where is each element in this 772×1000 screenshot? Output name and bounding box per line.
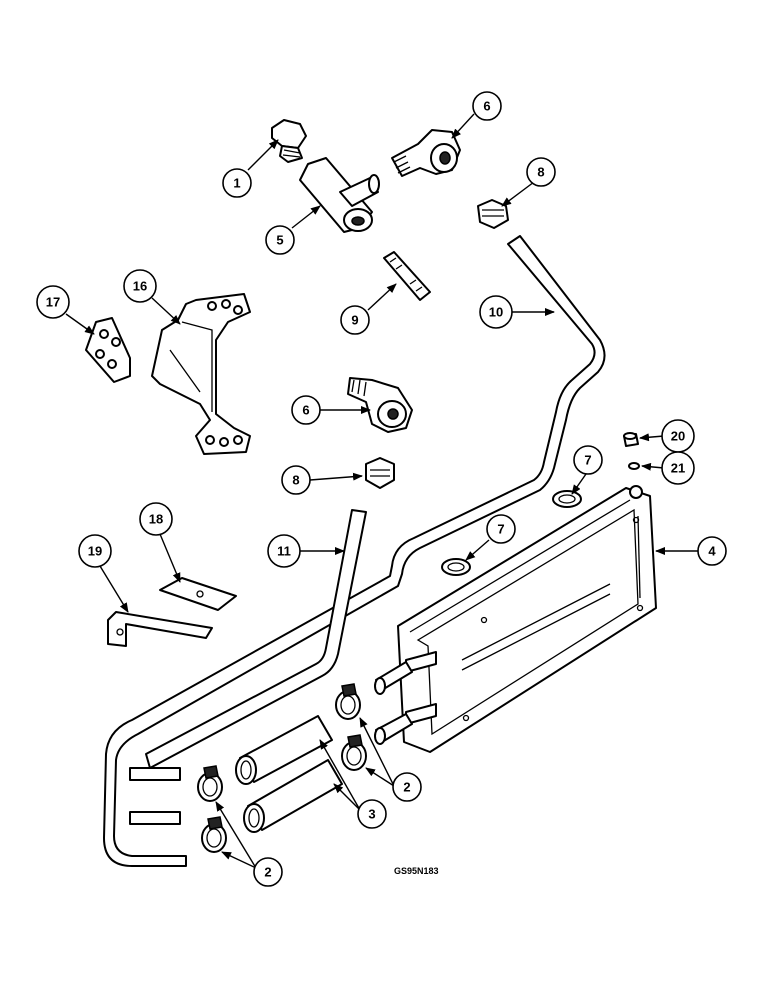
svg-text:1: 1 bbox=[233, 176, 240, 191]
leader-lines bbox=[65, 113, 698, 869]
svg-text:7: 7 bbox=[497, 522, 504, 537]
svg-text:18: 18 bbox=[149, 512, 163, 527]
hex-plug-fitting bbox=[271, 119, 307, 163]
svg-text:17: 17 bbox=[46, 295, 60, 310]
svg-text:4: 4 bbox=[708, 544, 716, 559]
callout-20: 20 bbox=[661, 419, 695, 453]
callout-6-lower: 6 bbox=[291, 395, 321, 425]
support-bracket bbox=[151, 293, 251, 455]
callout-16: 16 bbox=[123, 269, 157, 303]
svg-text:8: 8 bbox=[292, 473, 299, 488]
callout-1: 1 bbox=[222, 168, 252, 198]
callout-3: 3 bbox=[357, 799, 387, 829]
pipe-nipple bbox=[383, 251, 431, 301]
callout-7-lower: 7 bbox=[486, 514, 516, 544]
callout-4: 4 bbox=[697, 536, 727, 566]
tee-fitting bbox=[299, 157, 380, 233]
flat-plate bbox=[85, 317, 131, 383]
o-ring-upper bbox=[552, 490, 582, 508]
callout-8-lower: 8 bbox=[281, 465, 311, 495]
svg-text:9: 9 bbox=[351, 313, 358, 328]
washer bbox=[628, 462, 640, 470]
callout-18: 18 bbox=[139, 502, 173, 536]
svg-text:2: 2 bbox=[264, 865, 271, 880]
strap bbox=[159, 577, 237, 611]
svg-text:16: 16 bbox=[133, 279, 147, 294]
drawing-code: GS95N183 bbox=[394, 866, 439, 876]
svg-text:6: 6 bbox=[483, 99, 490, 114]
callout-8-upper: 8 bbox=[526, 157, 556, 187]
cooler-tube-short bbox=[145, 509, 367, 769]
angle-bracket bbox=[107, 611, 213, 647]
svg-text:6: 6 bbox=[302, 403, 309, 418]
o-ring-lower bbox=[441, 558, 471, 576]
hose-clamp-1 bbox=[197, 765, 223, 802]
plug-fitting-lower bbox=[365, 457, 395, 489]
svg-text:11: 11 bbox=[277, 544, 291, 559]
elbow-fitting-lower bbox=[347, 377, 413, 433]
callout-2-right: 2 bbox=[392, 772, 422, 802]
svg-text:8: 8 bbox=[537, 165, 544, 180]
cooler-tube-long bbox=[103, 235, 606, 867]
callout-6-upper: 6 bbox=[472, 91, 502, 121]
callout-17: 17 bbox=[36, 285, 70, 319]
svg-text:7: 7 bbox=[584, 453, 591, 468]
bolt bbox=[623, 432, 639, 447]
callout-9: 9 bbox=[340, 305, 370, 335]
callout-21: 21 bbox=[661, 451, 695, 485]
callout-5: 5 bbox=[265, 225, 295, 255]
callout-19: 19 bbox=[78, 534, 112, 568]
hose-clamp-4 bbox=[341, 734, 367, 771]
oil-cooler bbox=[374, 485, 657, 753]
callout-2-left: 2 bbox=[253, 857, 283, 887]
callout-10: 10 bbox=[479, 295, 513, 329]
hose-upper bbox=[235, 715, 333, 785]
svg-text:3: 3 bbox=[368, 807, 375, 822]
svg-text:20: 20 bbox=[671, 429, 685, 444]
svg-text:5: 5 bbox=[276, 233, 283, 248]
callout-11: 11 bbox=[267, 534, 301, 568]
hose-lower bbox=[243, 759, 343, 833]
svg-text:21: 21 bbox=[671, 461, 685, 476]
svg-text:10: 10 bbox=[489, 305, 503, 320]
hose-clamp-3 bbox=[335, 683, 361, 720]
svg-text:2: 2 bbox=[403, 780, 410, 795]
elbow-fitting-upper bbox=[391, 129, 461, 177]
plug-fitting-upper bbox=[477, 199, 509, 229]
hose-clamp-2 bbox=[201, 816, 227, 853]
svg-text:19: 19 bbox=[88, 544, 102, 559]
callout-7-upper: 7 bbox=[573, 445, 603, 475]
